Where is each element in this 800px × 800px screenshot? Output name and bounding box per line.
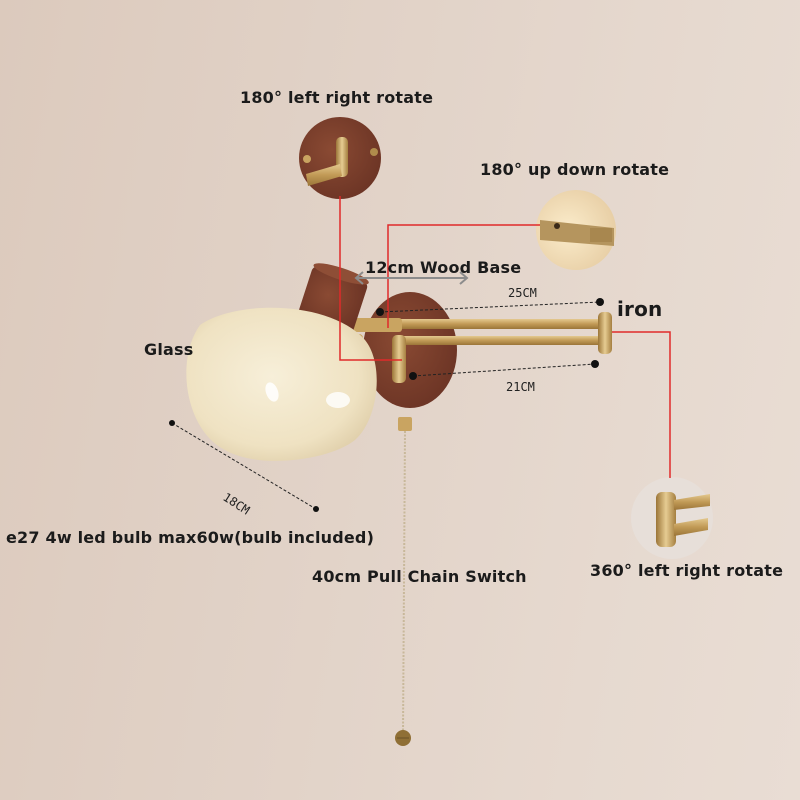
dim-upper-arm: 25CM xyxy=(508,286,537,300)
label-bulb-spec: e27 4w led bulb max60w(bulb included) xyxy=(6,528,375,547)
wood-base-width-arrow xyxy=(354,271,469,285)
pull-chain xyxy=(395,417,412,746)
dim-dot xyxy=(591,360,599,368)
arm-joint-inset xyxy=(631,477,713,559)
dimension-lines xyxy=(171,301,601,510)
dim-dot xyxy=(596,298,604,306)
swing-arm xyxy=(352,312,612,383)
dim-dot xyxy=(313,506,319,512)
label-joint-rotation: 360° left right rotate xyxy=(590,561,784,580)
dim-dot xyxy=(376,308,384,316)
head-tilt-inset xyxy=(536,190,616,270)
dim-dot xyxy=(169,420,175,426)
dim-lower-arm: 21CM xyxy=(506,380,535,394)
label-iron: iron xyxy=(617,297,663,321)
label-base-rotation: 180° left right rotate xyxy=(240,88,434,107)
label-head-tilt: 180° up down rotate xyxy=(480,160,670,179)
label-wood-base: 12cm Wood Base xyxy=(365,258,522,277)
label-glass: Glass xyxy=(144,340,194,359)
glass-shade xyxy=(186,307,377,461)
dim-dot xyxy=(409,372,417,380)
guide-lines xyxy=(339,196,671,478)
base-rotation-inset xyxy=(299,117,381,199)
label-pull-chain: 40cm Pull Chain Switch xyxy=(312,567,527,586)
